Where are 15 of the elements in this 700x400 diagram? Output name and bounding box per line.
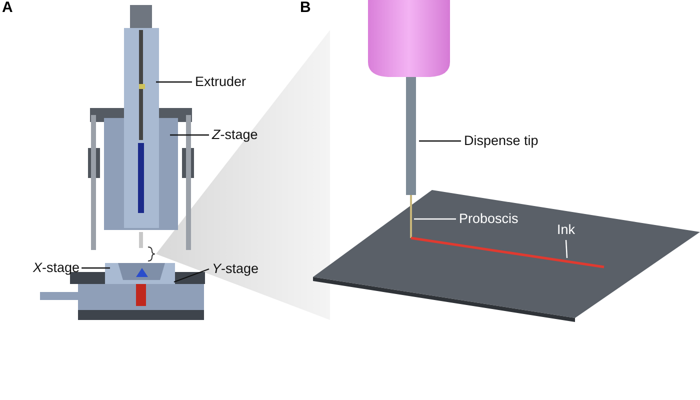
part-label: Z-stage: [212, 127, 258, 143]
leader-line: [414, 218, 456, 220]
panel-label: B: [300, 0, 311, 16]
leader-line: [156, 81, 192, 83]
part-label: X-stage: [33, 260, 80, 276]
panel-label: A: [2, 0, 13, 16]
leader-line: [82, 267, 110, 269]
leader-line: [419, 140, 461, 142]
leader-line: [170, 134, 209, 136]
part-label: Y-stage: [212, 261, 259, 277]
part-label: Extruder: [195, 74, 246, 90]
leader-line: [565, 240, 568, 258]
part-label: Dispense tip: [464, 133, 538, 149]
part-label: Proboscis: [459, 211, 518, 227]
part-label: Ink: [557, 222, 576, 238]
